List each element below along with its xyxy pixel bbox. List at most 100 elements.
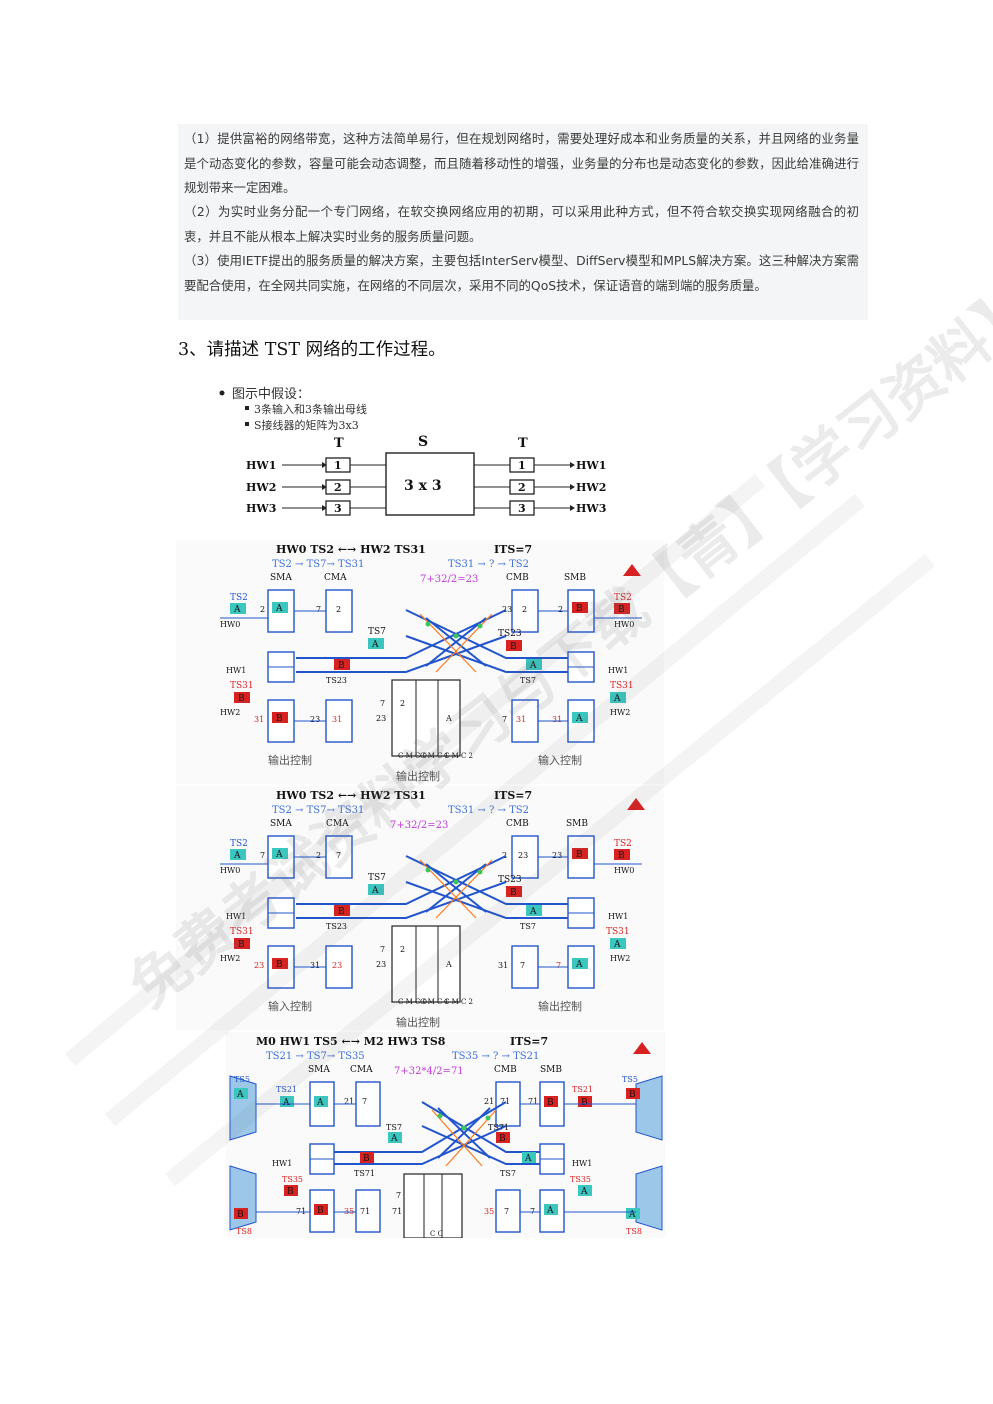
svg-text:2: 2 bbox=[400, 945, 405, 954]
s-matrix-label: 3 x 3 bbox=[404, 478, 442, 494]
answer-paragraph-3: （3）使用IETF提出的服务质量的解决方案，主要包括InterServ模型、Di… bbox=[184, 253, 859, 293]
svg-text:HW1: HW1 bbox=[608, 666, 628, 675]
svg-text:SMA: SMA bbox=[270, 573, 292, 583]
svg-text:23: 23 bbox=[310, 715, 320, 724]
t-left-row-1: HW1 1 bbox=[246, 457, 386, 473]
svg-text:B: B bbox=[237, 1210, 244, 1220]
svg-text:C C: C C bbox=[430, 1230, 443, 1238]
fig2-route-b: TS31 → ? → TS2 bbox=[448, 559, 529, 570]
svg-text:23: 23 bbox=[254, 961, 264, 970]
svg-text:2: 2 bbox=[334, 481, 342, 494]
svg-text:TS23: TS23 bbox=[498, 875, 522, 885]
svg-text:HW2: HW2 bbox=[220, 954, 240, 963]
svg-text:7: 7 bbox=[336, 851, 341, 860]
svg-text:31: 31 bbox=[552, 715, 562, 724]
svg-text:B: B bbox=[499, 1134, 506, 1144]
svg-text:TS31: TS31 bbox=[230, 927, 254, 937]
s-switch-box bbox=[385, 452, 475, 516]
fig4-its: ITS=7 bbox=[510, 1035, 548, 1048]
fig2-its: ITS=7 bbox=[494, 543, 532, 556]
fig4-title: M0 HW1 TS5 ←→ M2 HW3 TS8 bbox=[256, 1035, 446, 1048]
svg-text:TS8: TS8 bbox=[626, 1227, 642, 1236]
svg-text:B: B bbox=[618, 851, 625, 861]
answer-block bbox=[178, 124, 868, 320]
svg-text:31: 31 bbox=[254, 715, 264, 724]
svg-text:TS5: TS5 bbox=[234, 1075, 250, 1084]
svg-text:A: A bbox=[546, 1206, 554, 1216]
svg-text:2: 2 bbox=[502, 851, 507, 860]
svg-text:7: 7 bbox=[396, 1191, 401, 1200]
svg-text:HW2: HW2 bbox=[220, 708, 240, 717]
svg-text:7: 7 bbox=[362, 1097, 367, 1106]
svg-text:TS7: TS7 bbox=[500, 1169, 516, 1178]
fig2-formula: 7+32/2=23 bbox=[420, 574, 478, 585]
svg-text:A: A bbox=[445, 714, 452, 723]
svg-text:B: B bbox=[547, 1098, 554, 1108]
multiplexer-left-top bbox=[229, 1075, 257, 1141]
multiplexer-left-bottom bbox=[229, 1165, 257, 1231]
svg-text:TS31: TS31 bbox=[230, 681, 254, 691]
figure-tst-structure: 图示中假设： 3条输入和3条输出母线 S接线器的矩阵为3x3 T S T 3 x… bbox=[208, 378, 628, 520]
svg-text:TS8: TS8 bbox=[236, 1227, 252, 1236]
svg-text:23: 23 bbox=[376, 714, 386, 723]
fig1-bullet-2: S接线器的矩阵为3x3 bbox=[254, 418, 359, 432]
svg-text:2: 2 bbox=[400, 699, 405, 708]
t-right-row-3: 3 HW3 bbox=[474, 500, 606, 516]
svg-text:TS71: TS71 bbox=[488, 1123, 509, 1132]
s-label: S bbox=[418, 434, 428, 450]
fig3-its: ITS=7 bbox=[494, 789, 532, 802]
t-right-label: T bbox=[518, 436, 528, 451]
svg-text:2: 2 bbox=[558, 605, 563, 614]
svg-text:TS31: TS31 bbox=[610, 681, 634, 691]
svg-text:31: 31 bbox=[332, 715, 342, 724]
bullet-dot bbox=[219, 390, 225, 396]
svg-text:HW1: HW1 bbox=[608, 912, 628, 921]
svg-text:C M C 1: C M C 1 bbox=[420, 752, 449, 760]
svg-text:C M C 2: C M C 2 bbox=[444, 998, 473, 1006]
t-right-row-2: 2 HW2 bbox=[474, 479, 606, 495]
svg-text:输入控制: 输入控制 bbox=[538, 753, 582, 767]
svg-text:C M C 2: C M C 2 bbox=[444, 752, 473, 760]
svg-text:A: A bbox=[445, 960, 452, 969]
hw-out-3: HW3 bbox=[576, 502, 606, 515]
control-memory-box bbox=[391, 679, 461, 757]
figure-tst-example-3: M0 HW1 TS5 ←→ M2 HW3 TS8 ITS=7 TS21 → TS… bbox=[226, 1032, 666, 1238]
svg-text:CMA: CMA bbox=[350, 1065, 373, 1075]
hw-in-3: HW3 bbox=[246, 502, 276, 515]
svg-text:B: B bbox=[338, 907, 345, 917]
svg-text:输入控制: 输入控制 bbox=[268, 999, 312, 1013]
fig4-formula: 7+32*4/2=71 bbox=[394, 1066, 464, 1077]
svg-text:23: 23 bbox=[518, 851, 528, 860]
svg-text:3: 3 bbox=[518, 502, 526, 515]
svg-text:TS7: TS7 bbox=[368, 627, 386, 637]
warning-triangle-icon bbox=[627, 798, 645, 810]
svg-text:A: A bbox=[613, 694, 621, 704]
t-left-row-3: HW3 3 bbox=[246, 500, 386, 516]
svg-text:7: 7 bbox=[260, 851, 265, 860]
svg-text:TS7: TS7 bbox=[368, 873, 386, 883]
svg-text:SMB: SMB bbox=[564, 573, 586, 583]
svg-text:B: B bbox=[510, 888, 517, 898]
svg-text:B: B bbox=[276, 960, 283, 970]
answer-paragraph-1: （1）提供富裕的网络带宽，这种方法简单易行，但在规划网络时，需要处理好成本和业务… bbox=[184, 131, 859, 195]
svg-text:B: B bbox=[618, 605, 625, 615]
svg-text:A: A bbox=[275, 850, 283, 860]
svg-text:CMB: CMB bbox=[506, 573, 529, 583]
svg-text:2: 2 bbox=[316, 851, 321, 860]
fig3-route-a: TS2 → TS7→ TS31 bbox=[272, 805, 364, 816]
fig4-route-b: TS35 → ? → TS21 bbox=[452, 1051, 539, 1062]
svg-text:B: B bbox=[629, 1090, 636, 1100]
svg-text:TS21: TS21 bbox=[276, 1085, 297, 1094]
svg-text:A: A bbox=[233, 851, 241, 861]
svg-text:71: 71 bbox=[528, 1097, 538, 1106]
svg-text:31: 31 bbox=[498, 961, 508, 970]
control-memory-box bbox=[391, 925, 461, 1003]
answer-paragraph-2: （2）为实时业务分配一个专门网络，在软交换网络应用的初期，可以采用此种方式，但不… bbox=[184, 204, 859, 244]
svg-text:CMA: CMA bbox=[324, 573, 347, 583]
svg-text:2: 2 bbox=[522, 605, 527, 614]
multiplexer-right-bottom bbox=[635, 1165, 663, 1231]
figure-tst-example-1: HW0 TS2 ←→ HW2 TS31 ITS=7 TS2 → TS7→ TS3… bbox=[176, 540, 664, 784]
svg-text:71: 71 bbox=[392, 1207, 402, 1216]
svg-text:2: 2 bbox=[336, 605, 341, 614]
svg-text:7: 7 bbox=[556, 961, 561, 970]
